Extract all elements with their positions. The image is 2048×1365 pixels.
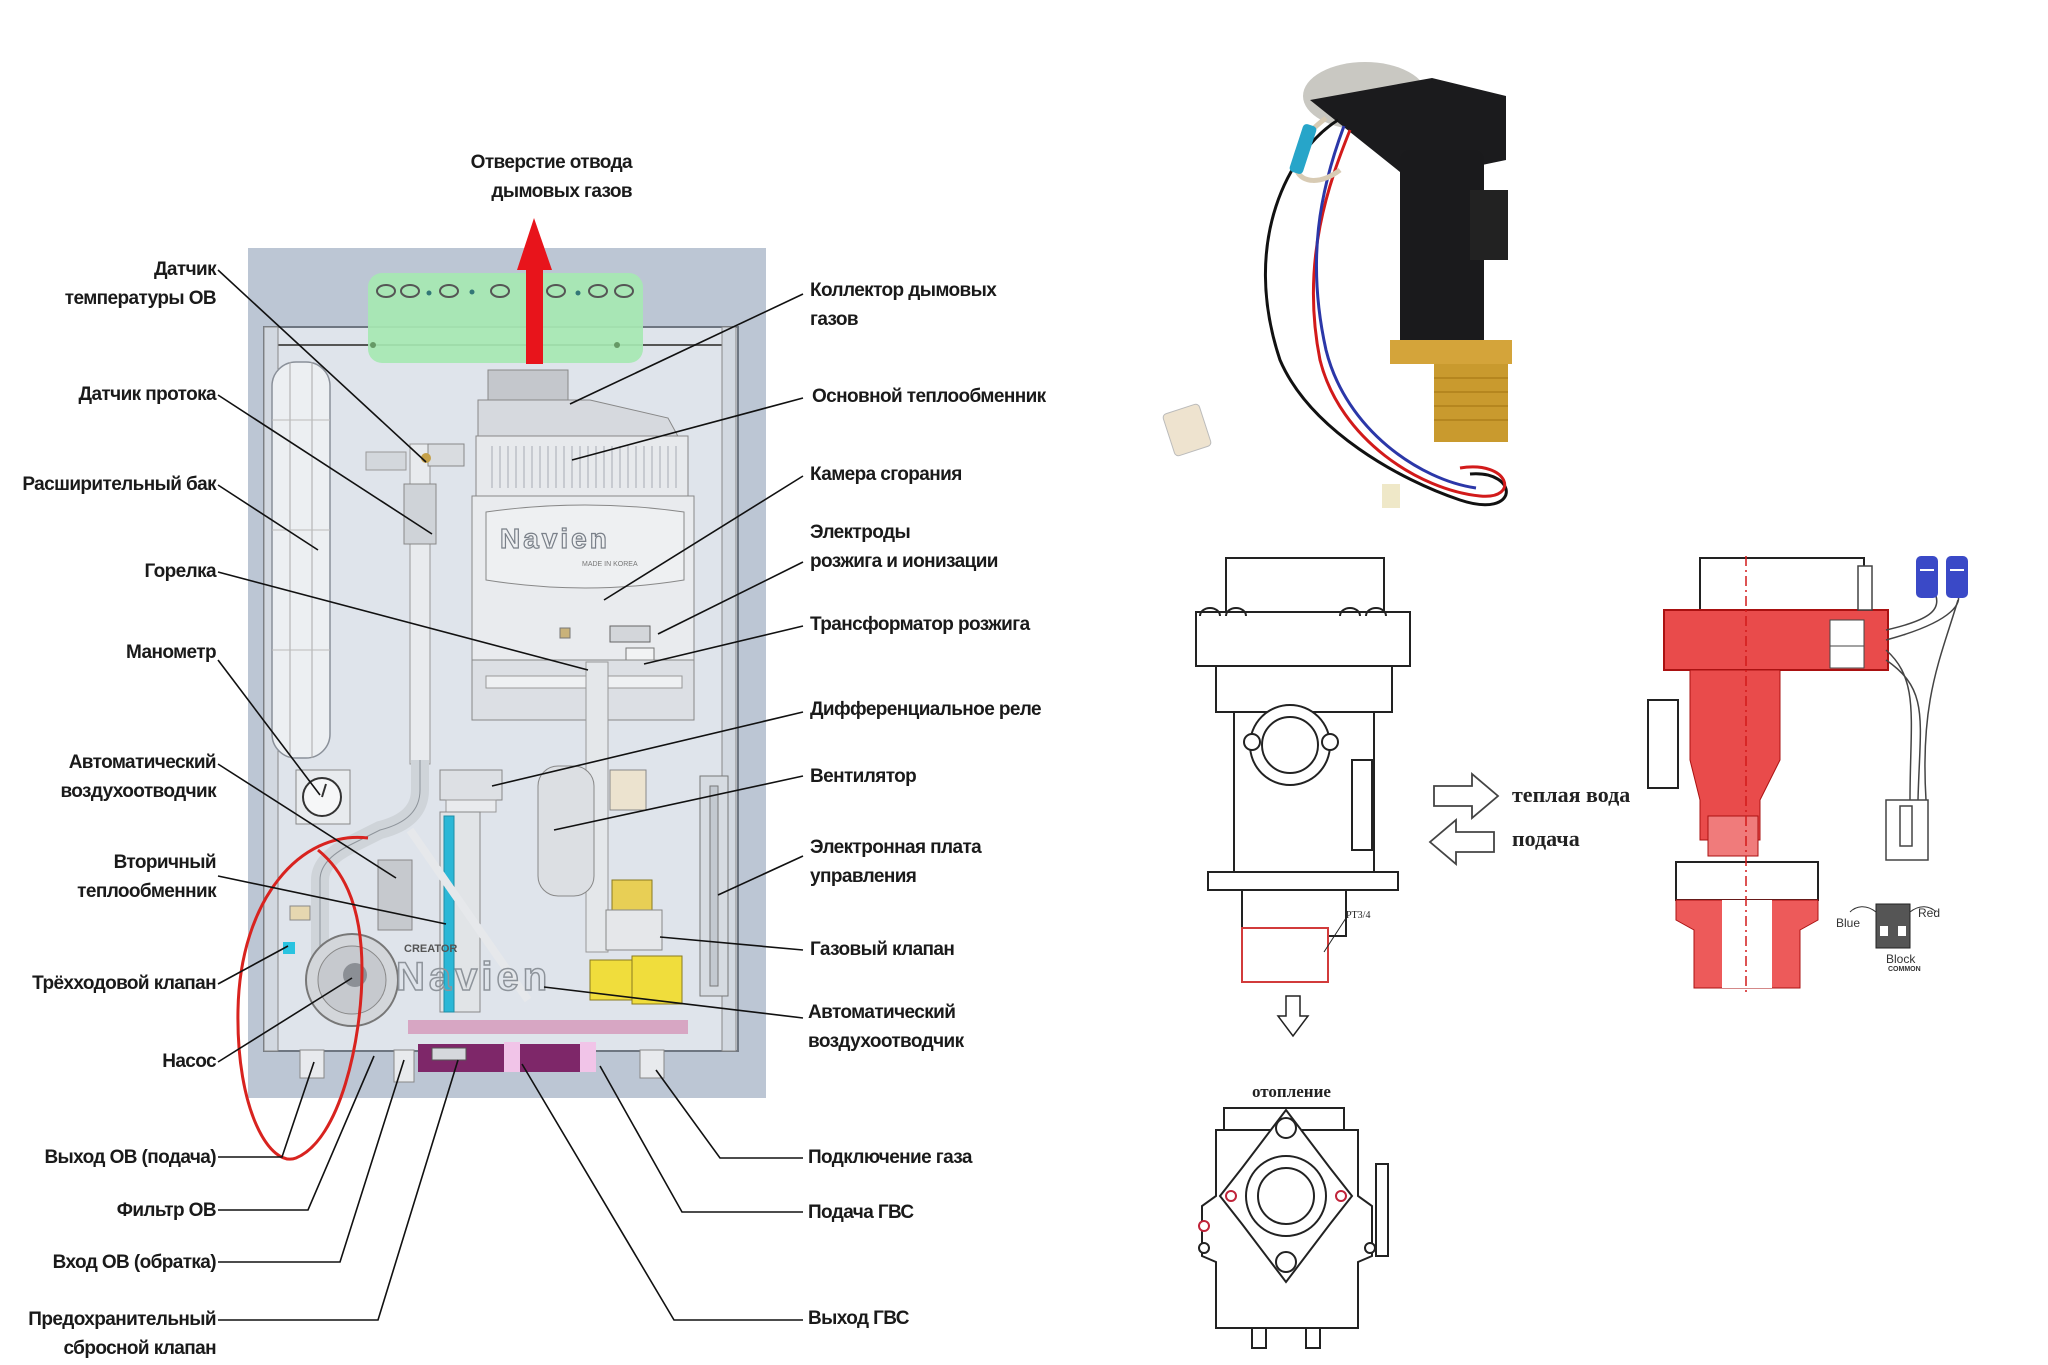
connector-block-icon xyxy=(1849,903,1937,949)
fan-shape xyxy=(537,765,647,897)
label-dhw-outlet: Выход ГВС xyxy=(808,1308,909,1329)
label-differential-relay: Дифференциальное реле xyxy=(810,699,1042,720)
heating-port-drawing xyxy=(1198,1107,1389,1349)
label-secondary-heat-exchanger: Вторичный теплообменник xyxy=(77,852,216,902)
boiler-brand-subtext: MADE IN KOREA xyxy=(582,561,638,568)
label-three-way-valve: Трёхходовой клапан xyxy=(32,973,216,994)
label-block: Block xyxy=(1886,952,1916,966)
control-board-shape xyxy=(699,775,729,997)
label-flue-collector: Коллектор дымовых газов xyxy=(810,280,997,330)
label-flue-outlet: Отверстие отвода дымовых газов xyxy=(470,152,633,202)
label-control-board: Электронная плата управления xyxy=(810,837,982,887)
thread-label: PT3/4 xyxy=(1346,910,1370,921)
terminal-lugs xyxy=(1916,556,1968,598)
three-way-valve-marker xyxy=(283,942,295,954)
label-auto-air-vent-right: Автоматический воздухоотводчик xyxy=(808,1002,964,1052)
label-common: COMMON xyxy=(1888,966,1921,973)
label-ch-temp-sensor: Датчик температуры ОВ xyxy=(64,259,217,309)
flow-arrows xyxy=(1428,772,1500,866)
arrow-left-icon xyxy=(1428,818,1495,866)
label-ch-outlet: Выход ОВ (подача) xyxy=(44,1147,216,1168)
label-safety-relief-valve: Предохранительный сбросной клапан xyxy=(28,1309,216,1359)
annotation-loop xyxy=(236,835,369,1161)
expansion-tank-shape xyxy=(271,361,331,759)
label-ch-return: Вход ОВ (обратка) xyxy=(52,1252,217,1273)
label-red-wire: Red xyxy=(1918,906,1941,920)
differential-relay-shape xyxy=(439,769,503,813)
label-main-heat-exchanger: Основной теплообменник xyxy=(812,386,1046,407)
label-ignition-transformer: Трансформатор розжига xyxy=(810,614,1030,635)
label-supply: подача xyxy=(1512,826,1580,851)
main-heat-exchanger-shape xyxy=(475,435,689,497)
label-pump: Насос xyxy=(162,1051,216,1072)
label-combustion-chamber: Камера сгорания xyxy=(810,464,962,485)
exhaust-arrow xyxy=(517,218,552,364)
pressure-gauge-shape xyxy=(295,769,351,825)
right-leader-lines xyxy=(491,293,804,1321)
label-gas-connection: Подключение газа xyxy=(808,1147,972,1168)
label-fan: Вентилятор xyxy=(810,766,917,787)
boiler-brand-watermark: Navien xyxy=(396,955,551,999)
label-auto-air-vent-left: Автоматический воздухоотводчик xyxy=(60,752,216,802)
label-expansion-tank: Расширительный бак xyxy=(22,474,216,495)
flue-collector-shape xyxy=(477,369,681,441)
label-burner: Горелка xyxy=(144,561,216,582)
arrow-right-icon xyxy=(1433,772,1500,820)
label-dhw-inlet: Подача ГВС xyxy=(808,1202,914,1223)
left-leader-lines xyxy=(217,269,589,1321)
label-gas-valve: Газовый клапан xyxy=(810,939,955,960)
pump-brand-text: CREATOR xyxy=(404,943,457,955)
flow-sensor-photo xyxy=(1162,62,1512,508)
label-ignition-electrodes: Электроды розжига и ионизации xyxy=(810,522,998,572)
flow-sensor-drawing xyxy=(1195,557,1411,1038)
label-flow-sensor: Датчик протока xyxy=(78,384,217,405)
boiler-brand-panel: Navien xyxy=(500,523,610,554)
label-blue-wire: Blue xyxy=(1836,916,1861,930)
burner-shape xyxy=(471,659,695,721)
pump-shape xyxy=(305,859,413,1027)
label-ch-filter: Фильтр ОВ xyxy=(116,1200,217,1221)
label-heating: отопление xyxy=(1252,1082,1331,1101)
label-pressure-gauge: Манометр xyxy=(126,642,217,663)
flue-bracket xyxy=(368,273,643,363)
label-warm-water: теплая вода xyxy=(1512,782,1631,807)
wire-harness-drawing xyxy=(1857,565,1960,861)
secondary-heat-exchanger-shape xyxy=(439,811,481,1013)
flow-sensor-cross-section xyxy=(1647,556,1889,994)
